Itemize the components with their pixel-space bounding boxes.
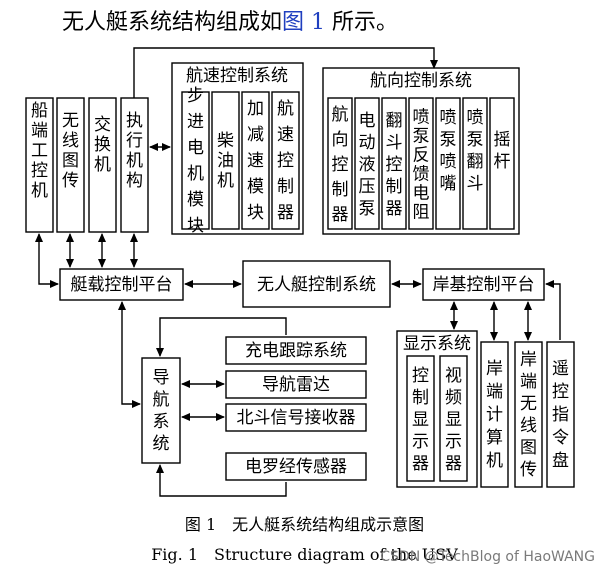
speed-item-box-4 xyxy=(271,91,300,230)
platform-nav-connector xyxy=(118,301,141,408)
speed-item-box-3 xyxy=(241,91,270,230)
beidou-box xyxy=(225,403,367,432)
actuator-label: 执行机构 xyxy=(126,111,143,191)
heading-item-box-3 xyxy=(381,97,407,230)
shore-wireless-box xyxy=(514,341,543,488)
onboard-platform-box xyxy=(59,268,184,301)
wireless-tx-label: 无线图传 xyxy=(62,111,79,191)
shore-pc-label: 岸端计算机 xyxy=(486,359,503,471)
switch-label: 交换机 xyxy=(94,115,111,175)
shore-platform-label: 岸基控制平台 xyxy=(433,275,535,295)
heading-item-box-5 xyxy=(435,97,461,230)
heading-item-box-2 xyxy=(354,97,380,230)
compass-label: 电罗经传感器 xyxy=(245,457,347,477)
intro-sentence: 无人艇系统结构组成如图 1 所示。 xyxy=(62,4,398,36)
speed-item-1: 步进电机模块 xyxy=(187,86,204,236)
display-group-title: 显示系统 xyxy=(403,334,471,354)
actuator-box xyxy=(120,97,149,233)
onboard-platform-label: 艇载控制平台 xyxy=(71,275,173,295)
ipc-platform-connector xyxy=(35,233,59,288)
ship-ipc-box xyxy=(25,97,54,233)
compass-nav-connector xyxy=(156,464,287,497)
speed-item-3: 加减速模块 xyxy=(247,99,264,223)
intro-suffix: 所示。 xyxy=(325,10,399,35)
heading-item-box-7 xyxy=(489,97,515,230)
usv-system-box xyxy=(242,260,391,308)
speed-group-title: 航速控制系统 xyxy=(186,66,288,86)
heading-item-4: 喷泵反馈电阻 xyxy=(413,108,430,223)
speed-item-box-1 xyxy=(181,91,210,230)
display-item-box-1 xyxy=(406,355,435,482)
figure-reference-link[interactable]: 图 1 xyxy=(282,10,326,35)
heading-item-1: 航向控制器 xyxy=(332,105,349,225)
nav-system-label: 导航系统 xyxy=(153,368,170,454)
heading-item-box-1 xyxy=(327,97,353,230)
heading-item-7: 摇杆 xyxy=(494,130,511,172)
remote-shore-connector xyxy=(545,280,561,340)
nav-system-box xyxy=(141,357,181,464)
actuator-to-heading-connector xyxy=(133,47,438,98)
heading-item-2: 电动液压泵 xyxy=(359,111,376,219)
ship-ipc-label: 船端工控机 xyxy=(31,101,48,201)
charge-tracking-label: 充电跟踪系统 xyxy=(245,341,347,361)
charge-nav-connector xyxy=(156,317,287,357)
display-item-2: 视频显示器 xyxy=(445,366,462,474)
shore-pc-box xyxy=(480,341,509,488)
heading-item-3: 翻斗控制器 xyxy=(386,111,403,219)
nav-radar-label: 导航雷达 xyxy=(262,375,330,395)
heading-group-title: 航向控制系统 xyxy=(370,71,472,91)
remote-label: 遥控指令盘 xyxy=(552,359,569,471)
heading-item-5: 喷泵喷嘴 xyxy=(440,108,457,194)
switch-box xyxy=(88,97,117,233)
figure-caption-cn: 图 1 无人艇系统结构组成示意图 xyxy=(184,515,425,534)
heading-item-box-6 xyxy=(462,97,488,230)
speed-item-box-2 xyxy=(211,91,240,230)
heading-item-box-4 xyxy=(408,97,434,230)
usv-system-label: 无人艇控制系统 xyxy=(257,275,376,295)
speed-item-4: 航速控制器 xyxy=(277,99,294,223)
shore-wireless-label: 岸端无线图传 xyxy=(520,350,537,480)
display-item-box-2 xyxy=(439,355,468,482)
heading-item-6: 喷泵翻斗 xyxy=(467,108,484,194)
charge-tracking-box xyxy=(225,336,367,365)
remote-box xyxy=(546,341,575,488)
speed-item-2: 柴油机 xyxy=(217,131,234,191)
nav-radar-box xyxy=(225,370,367,399)
intro-text: 无人艇系统结构组成如 xyxy=(62,10,283,35)
wireless-tx-box xyxy=(56,97,85,233)
watermark: CSDN @TechBlog of HaoWANG xyxy=(380,549,595,565)
display-item-1: 控制显示器 xyxy=(412,366,429,474)
shore-platform-box xyxy=(422,268,545,301)
compass-box xyxy=(225,452,367,481)
beidou-label: 北斗信号接收器 xyxy=(237,408,356,428)
figure-caption-en: Fig. 1 Structure diagram of the USV xyxy=(151,545,458,564)
